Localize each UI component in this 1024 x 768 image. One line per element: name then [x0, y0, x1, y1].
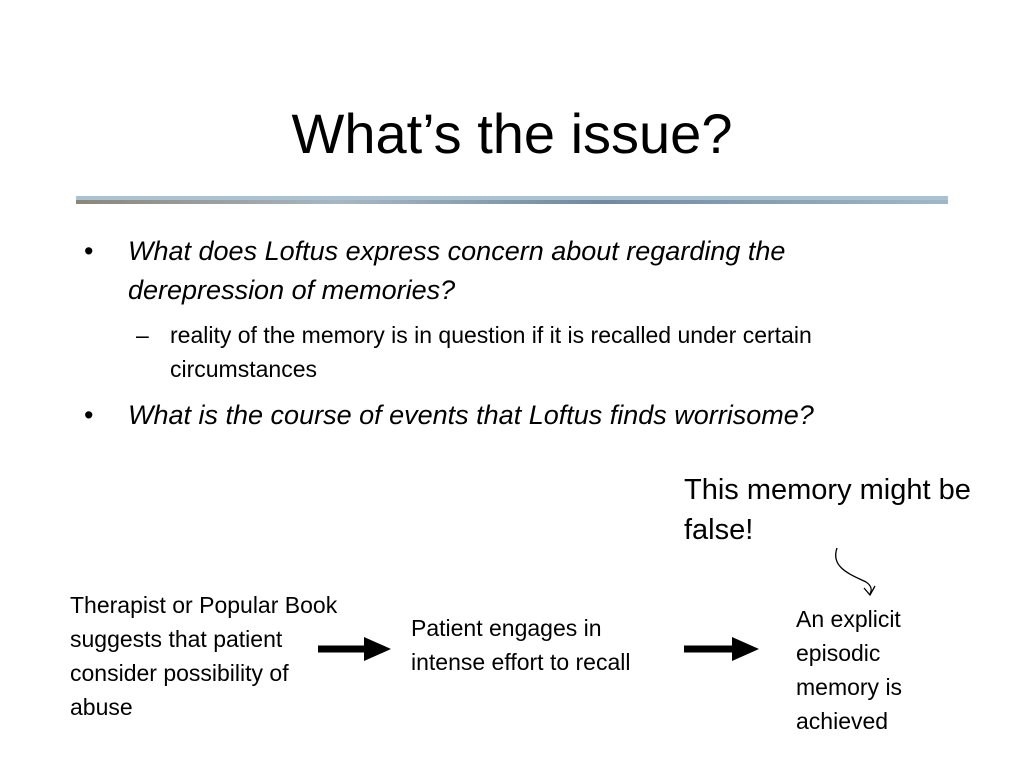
flow-step-suggestion: Therapist or Popular Book suggests that … — [70, 592, 338, 720]
bullet-marker: • — [84, 236, 94, 266]
bullet-marker: • — [84, 400, 94, 430]
sub-bullet-item: – reality of the memory is in question i… — [84, 318, 944, 386]
callout-text: This memory might be false! — [684, 474, 971, 546]
bullet-item: • What is the course of events that Loft… — [84, 396, 944, 435]
arrow-right-icon — [684, 637, 759, 661]
bullet-text: What is the course of events that Loftus… — [128, 400, 814, 430]
bullet-text: What does Loftus express concern about r… — [128, 236, 786, 305]
flow-step-recall-effort: Patient engages in intense effort to rec… — [411, 615, 631, 675]
curved-pointer-icon — [835, 547, 876, 597]
flow-step-memory-achieved: An explicit episodic memory is achieved — [796, 606, 903, 734]
slide-title: What’s the issue? — [291, 102, 733, 165]
bullet-list: • What does Loftus express concern about… — [84, 232, 944, 435]
bullet-item: • What does Loftus express concern about… — [84, 232, 944, 310]
sub-bullet-text: reality of the memory is in question if … — [170, 322, 812, 382]
title-divider — [76, 196, 948, 204]
sub-bullet-marker: – — [136, 322, 149, 348]
